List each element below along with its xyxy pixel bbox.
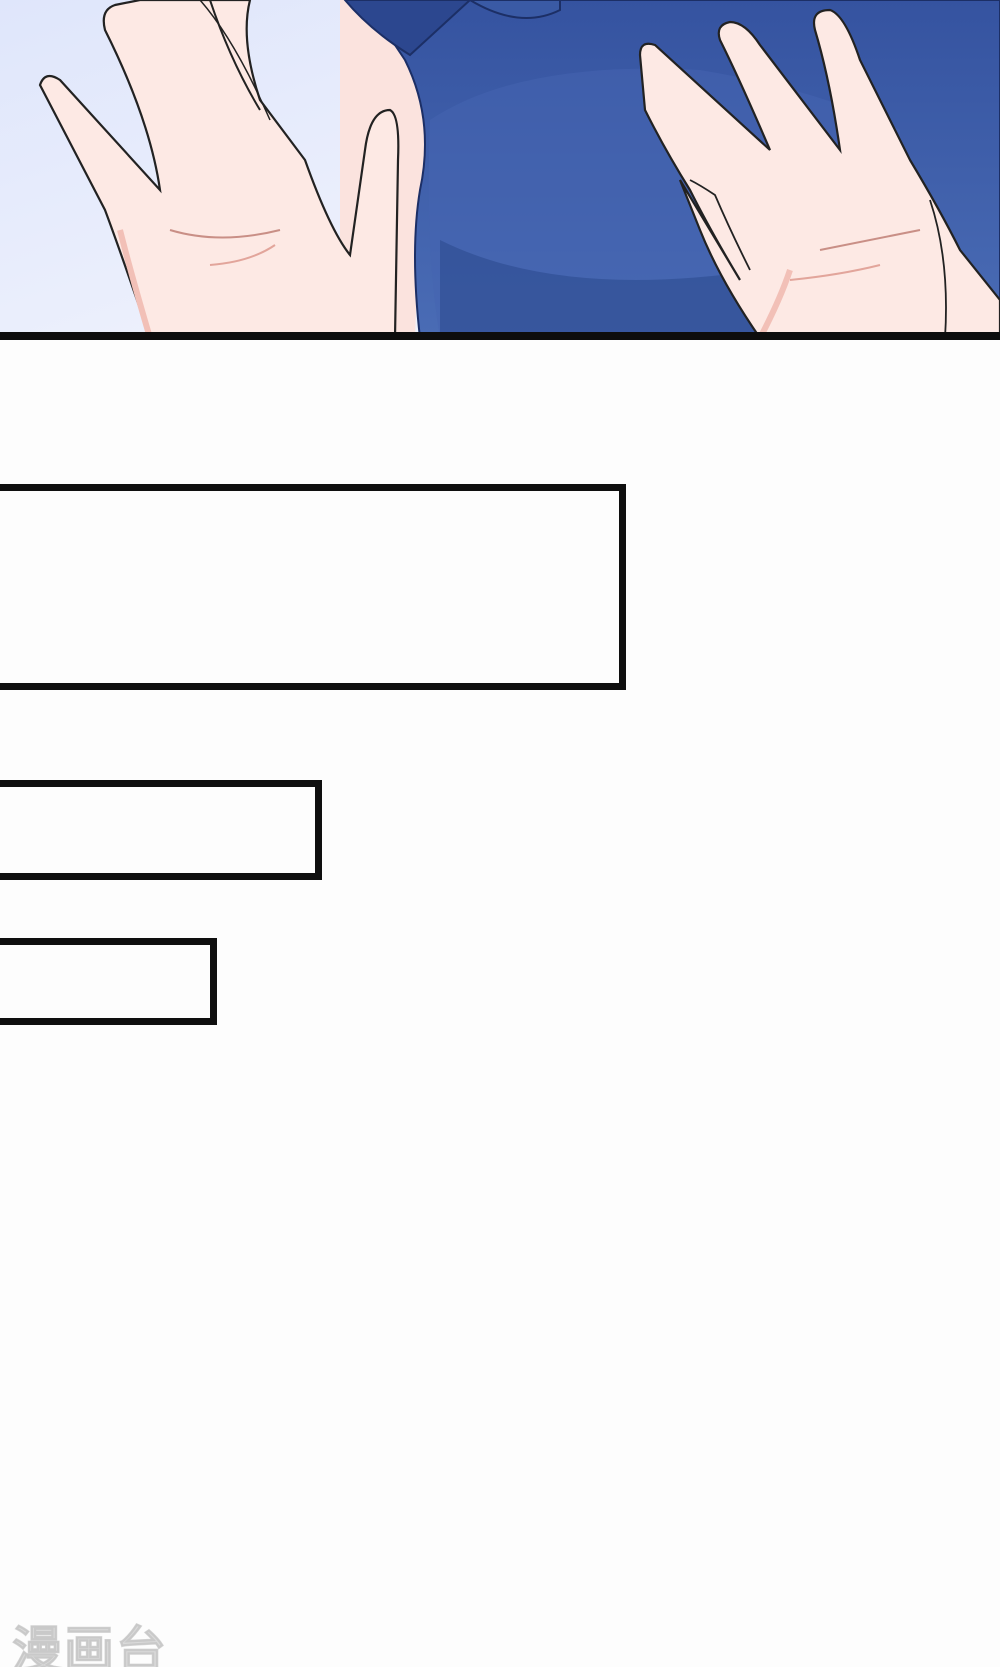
panel-illustration <box>0 0 1000 338</box>
panel-border-line <box>0 332 1000 340</box>
shirt-collar <box>343 0 472 57</box>
shirt-collar-right <box>468 0 561 19</box>
watermark-logo: 漫画台 <box>12 1621 168 1667</box>
left-hand <box>38 0 400 338</box>
right-hand <box>638 8 1000 338</box>
caption-box-medium <box>0 780 322 880</box>
caption-box-small <box>0 938 217 1025</box>
shirt-lower-shade <box>440 240 780 338</box>
comic-panel-hands-on-chest <box>0 0 1000 338</box>
caption-box-large <box>0 484 626 690</box>
